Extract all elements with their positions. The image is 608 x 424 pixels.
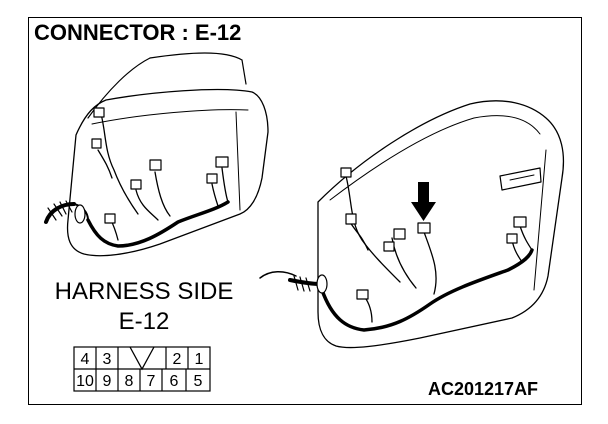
door-harness-inner-view — [44, 52, 269, 257]
pin-1: 1 — [195, 351, 204, 368]
connector-pin-layout — [73, 346, 211, 392]
connector-key-notch-icon — [129, 346, 155, 371]
connector-title: CONNECTOR : E-12 — [34, 20, 242, 45]
door-harness-outer-view — [259, 100, 565, 349]
diagram-frame — [28, 17, 582, 405]
reference-code: AC201217AF — [428, 379, 539, 399]
pin-9: 9 — [103, 373, 112, 390]
pin-7: 7 — [147, 373, 156, 390]
pin-4: 4 — [81, 351, 90, 368]
pin-5: 5 — [194, 373, 203, 390]
locator-arrow-icon — [411, 182, 436, 221]
pin-3: 3 — [103, 351, 112, 368]
harness-connector-id: E-12 — [118, 308, 170, 335]
harness-side-label: HARNESS SIDE — [54, 278, 234, 305]
pin-2: 2 — [173, 351, 182, 368]
pin-6: 6 — [170, 373, 179, 390]
pin-8: 8 — [125, 373, 134, 390]
pin-10: 10 — [76, 373, 94, 390]
connector-pin-numbers: 4 3 2 1 10 9 8 7 6 5 — [76, 351, 203, 390]
